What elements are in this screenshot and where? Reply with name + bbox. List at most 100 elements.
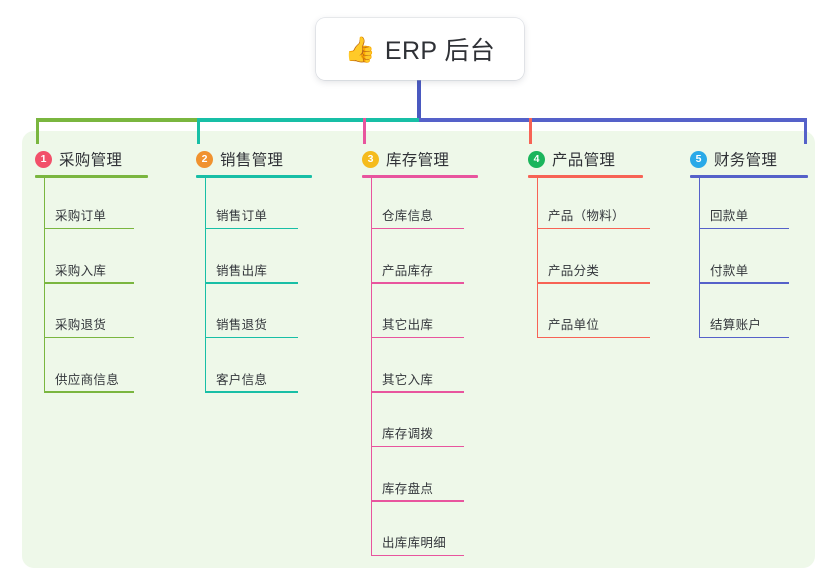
branch-item[interactable]: 采购入库: [44, 260, 134, 284]
branch-item[interactable]: 产品分类: [537, 260, 650, 284]
branch-item[interactable]: 产品（物料）: [537, 205, 650, 229]
branch-item-label: 销售出库: [216, 263, 268, 278]
branch-item-label: 其它出库: [382, 318, 434, 332]
branch-item-underline: [205, 282, 298, 284]
branch-item-label: 回款单: [710, 209, 749, 223]
branch-number-badge: 4: [528, 150, 545, 168]
branch-item-label: 出库库明细: [382, 536, 447, 550]
branch-rail: [205, 178, 207, 393]
branch-item-underline: [44, 227, 134, 229]
branch-item[interactable]: 付款单: [699, 260, 789, 284]
branch-item-label: 其它入库: [382, 372, 434, 387]
branch-header-5[interactable]: 5 财务管理: [690, 148, 777, 170]
branch-item-label: 采购订单: [55, 209, 107, 223]
branch-item[interactable]: 回款单: [699, 205, 789, 229]
branch-rail: [537, 178, 539, 338]
branch-header-4[interactable]: 4 产品管理: [528, 148, 615, 170]
branch-item[interactable]: 供应商信息: [44, 369, 134, 393]
branch-item-underline: [371, 445, 464, 447]
branch-stub-2: [196, 118, 200, 144]
branch-item[interactable]: 产品单位: [537, 314, 650, 338]
branch-item-label: 销售退货: [216, 318, 268, 332]
branch-item-underline: [205, 336, 298, 338]
branch-item[interactable]: 其它出库: [371, 314, 464, 338]
branch-underline: [196, 175, 312, 178]
branch-item-underline: [371, 391, 464, 393]
branch-item-underline: [44, 282, 134, 284]
branch-item[interactable]: 出库库明细: [371, 532, 464, 556]
branch-item-underline: [371, 336, 464, 338]
bus-segment-right: [419, 118, 806, 122]
branch-rail: [699, 178, 701, 338]
branch-number-badge: 1: [35, 150, 52, 168]
branch-item-label: 产品（物料）: [548, 209, 625, 223]
branch-item[interactable]: 采购订单: [44, 205, 134, 229]
branch-item[interactable]: 销售出库: [205, 260, 298, 284]
branch-item[interactable]: 采购退货: [44, 314, 134, 338]
branch-stub-4: [528, 118, 532, 144]
branch-item-label: 仓库信息: [382, 209, 434, 223]
diagram-panel-background: [22, 131, 815, 568]
branch-item-label: 销售订单: [216, 209, 268, 223]
branch-item-underline: [371, 227, 464, 229]
branch-item-label: 产品分类: [548, 263, 600, 278]
branch-title: 产品管理: [552, 152, 616, 169]
branch-item-label: 结算账户: [710, 318, 762, 332]
branch-item-underline: [371, 554, 464, 556]
branch-item[interactable]: 其它入库: [371, 369, 464, 393]
branch-title: 采购管理: [59, 152, 123, 169]
branch-item-label: 付款单: [710, 263, 749, 278]
branch-stub-5: [803, 118, 807, 144]
branch-item-underline: [537, 227, 650, 229]
branch-rail: [371, 178, 373, 556]
branch-item-label: 库存调拨: [382, 427, 434, 441]
branch-item-underline: [205, 227, 298, 229]
branch-underline: [528, 175, 643, 178]
branch-item-label: 采购退货: [55, 318, 107, 332]
branch-item[interactable]: 销售退货: [205, 314, 298, 338]
bus-segment-middle: [198, 118, 419, 122]
branch-number-badge: 3: [362, 150, 379, 168]
branch-title: 库存管理: [386, 152, 450, 169]
branch-item-label: 供应商信息: [55, 372, 120, 387]
branch-header-2[interactable]: 2 销售管理: [196, 148, 283, 170]
branch-title: 财务管理: [714, 152, 778, 169]
branch-underline: [690, 175, 808, 178]
branch-rail: [44, 178, 46, 393]
branch-header-3[interactable]: 3 库存管理: [362, 148, 449, 170]
branch-header-1[interactable]: 1 采购管理: [35, 148, 122, 170]
branch-item-underline: [205, 391, 298, 393]
thumbs-up-icon: 👍: [344, 35, 376, 64]
branch-number-badge: 2: [196, 150, 213, 168]
root-node-erp-backend[interactable]: 👍 ERP 后台: [316, 18, 524, 80]
branch-item[interactable]: 库存盘点: [371, 478, 464, 502]
root-trunk-line: [417, 78, 421, 121]
branch-item-label: 客户信息: [216, 372, 268, 387]
branch-item-underline: [537, 282, 650, 284]
branch-item[interactable]: 客户信息: [205, 369, 298, 393]
branch-item-label: 库存盘点: [382, 481, 434, 496]
branch-item[interactable]: 仓库信息: [371, 205, 464, 229]
branch-item[interactable]: 销售订单: [205, 205, 298, 229]
branch-item-underline: [44, 336, 134, 338]
branch-item-underline: [537, 336, 650, 338]
branch-item-label: 产品单位: [548, 318, 600, 332]
branch-item-underline: [699, 227, 789, 229]
root-node-title: ERP 后台: [384, 37, 496, 65]
branch-item[interactable]: 库存调拨: [371, 423, 464, 447]
branch-item-underline: [371, 282, 464, 284]
branch-item-underline: [371, 500, 464, 502]
branch-item[interactable]: 产品库存: [371, 260, 464, 284]
branch-item-label: 产品库存: [382, 263, 434, 278]
branch-stub-1: [35, 118, 39, 144]
branch-stub-3: [362, 118, 366, 144]
branch-underline: [35, 175, 148, 178]
branch-title: 销售管理: [220, 152, 284, 169]
branch-underline: [362, 175, 478, 178]
branch-item-underline: [44, 391, 134, 393]
branch-number-badge: 5: [690, 150, 707, 168]
branch-item[interactable]: 结算账户: [699, 314, 789, 338]
bus-segment-left: [37, 118, 198, 122]
branch-item-underline: [699, 282, 789, 284]
